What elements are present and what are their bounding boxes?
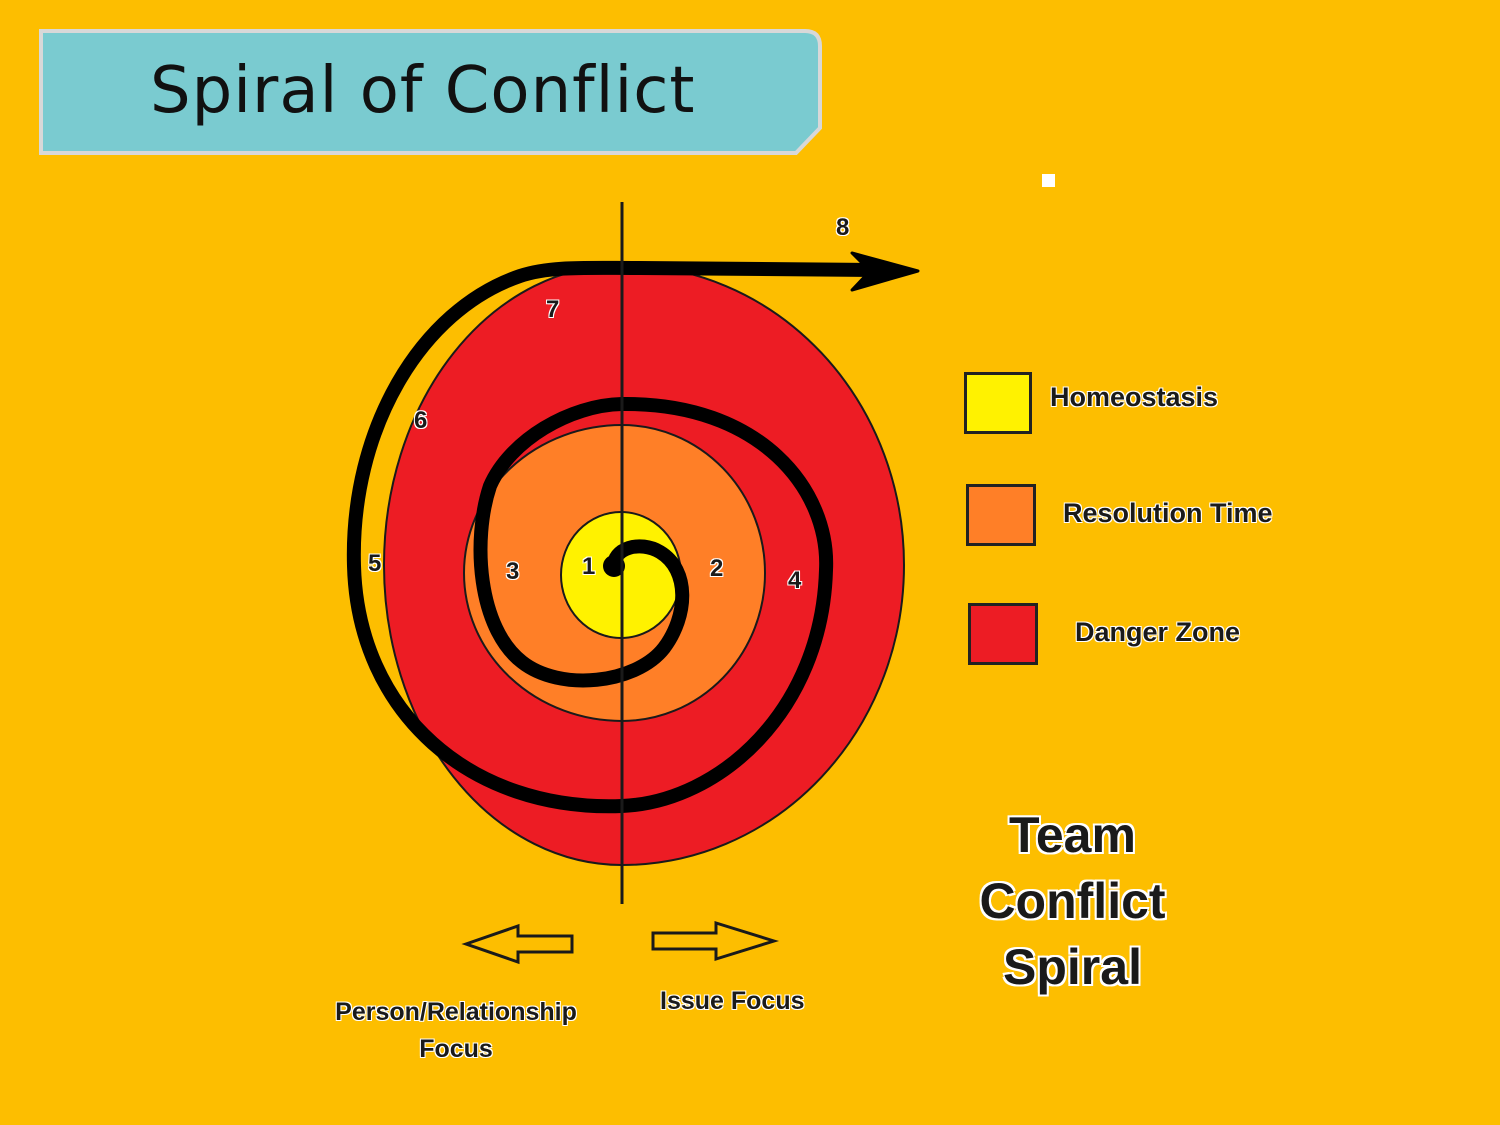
- homeostasis-swatch: [964, 372, 1032, 434]
- spiral-number-6: 6: [414, 407, 428, 434]
- diagram-title: Team Conflict Spiral: [955, 802, 1190, 1000]
- diagram-title-line2: Conflict: [979, 873, 1166, 929]
- spiral-number-5: 5: [368, 550, 382, 577]
- spiral-number-7: 7: [546, 296, 560, 323]
- spiral-number-2: 2: [710, 555, 724, 582]
- right-arrow-icon: [651, 920, 780, 962]
- spiral-number-1: 1: [582, 553, 596, 580]
- person-relationship-focus-label: Person/Relationship Focus: [318, 994, 594, 1068]
- issue-focus-label: Issue Focus: [660, 987, 805, 1015]
- person-relationship-focus-line1: Person/Relationship: [335, 998, 577, 1026]
- legend-label-homeostasis: Homeostasis: [1050, 382, 1219, 412]
- conflict-spiral-line: [346, 260, 882, 814]
- spiral-arrowhead: [850, 251, 920, 292]
- title-banner: Spiral of Conflict: [38, 28, 823, 156]
- spiral-number-4: 4: [788, 567, 802, 594]
- danger-zone-swatch: [968, 603, 1038, 665]
- person-relationship-focus-line2: Focus: [419, 1035, 493, 1063]
- spiral-center: [603, 555, 625, 577]
- legend-label-danger-zone: Danger Zone: [1075, 617, 1241, 647]
- spiral-number-3: 3: [506, 558, 520, 585]
- left-arrow-icon: [461, 923, 574, 965]
- diagram-title-line3: Spiral: [1003, 939, 1142, 995]
- legend-label-resolution-time: Resolution Time: [1063, 498, 1273, 528]
- page-title: Spiral of Conflict: [150, 54, 696, 128]
- spiral-number-8: 8: [836, 214, 850, 241]
- title-banner-shape: [39, 29, 822, 155]
- resolution-time-swatch: [966, 484, 1036, 546]
- diagram-title-line1: Team: [1009, 807, 1136, 863]
- white-dot: [1042, 174, 1055, 187]
